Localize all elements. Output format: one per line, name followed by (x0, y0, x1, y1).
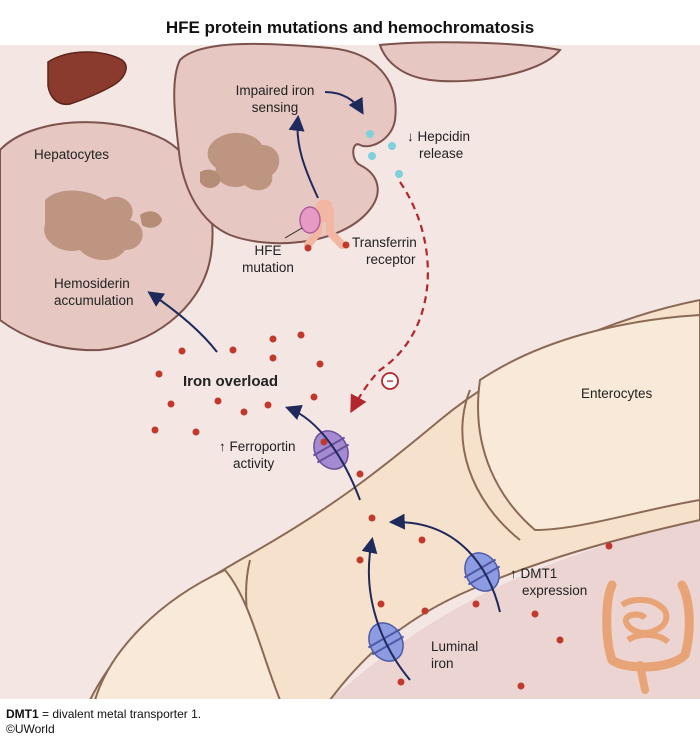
label-line: sensing (251, 100, 299, 115)
copyright-notice: ©UWorld (6, 722, 55, 736)
enterocyte-divider-2 (461, 389, 521, 541)
iron-dot (304, 244, 312, 252)
label-line: accumulation (54, 293, 134, 308)
hepcidin-dot (395, 170, 403, 178)
label-line: ↑ DMT1 (510, 566, 558, 581)
label-impaired-iron-sensing: Impaired iron sensing (220, 82, 330, 116)
label-line: iron (431, 656, 454, 671)
label-line: ↓ Hepcidin (407, 129, 471, 144)
label-line: Transferrin (352, 235, 417, 250)
label-dmt1-expression: ↑ DMT1 expression (510, 565, 587, 599)
hepcidin-inhibition-arrow (350, 181, 429, 414)
enterocyte-cell-right (477, 313, 700, 532)
hepcidin-dot (366, 130, 374, 138)
sensing-to-release-arrow (324, 91, 364, 115)
label-luminal-iron: Luminal iron (431, 638, 478, 672)
hepatocyte-center (173, 42, 397, 245)
label-transferrin-receptor: Transferrin receptor (352, 234, 417, 268)
label-hepatocytes: Hepatocytes (34, 147, 110, 162)
iron-absorption-arrow (361, 536, 411, 681)
label-line: expression (522, 583, 588, 598)
label-line: Hemosiderin (54, 276, 130, 291)
inhibition-symbol: − (386, 374, 394, 388)
hemosiderin-deposit-left (44, 190, 143, 261)
label-iron-overload: Iron overload (183, 373, 279, 390)
iron-to-liver-arrow (147, 291, 218, 353)
label-line: HFE (254, 243, 282, 258)
label-ferroportin-activity: ↑ Ferroportin activity (219, 438, 296, 472)
hemosiderin-deposit-center (207, 132, 280, 191)
label-line: receptor (366, 252, 416, 267)
label-hemosiderin-accumulation: Hemosiderin accumulation (54, 275, 134, 309)
impaired-sensing-arrow (288, 114, 319, 199)
hepcidin-dot (388, 142, 396, 150)
footnote-definition: = divalent metal transporter 1. (38, 707, 202, 721)
footnote-term: DMT1 (6, 707, 39, 721)
hepcidin-dot (368, 152, 376, 160)
liver-icon (47, 51, 127, 106)
label-line: Luminal (431, 639, 479, 654)
iron-dot (342, 241, 350, 249)
hfe-protein-icon (299, 206, 321, 234)
diagram-title: HFE protein mutations and hemochromatosi… (165, 18, 535, 37)
label-line: Impaired iron (235, 83, 315, 98)
hfe-pointer-line (284, 227, 303, 239)
intestine-icon (602, 580, 694, 694)
label-line: mutation (242, 260, 294, 275)
inhibition-symbol-circle (381, 372, 399, 390)
iron-absorption-arrow (388, 513, 501, 613)
label-line: release (419, 146, 464, 161)
enterocyte-cell-left (93, 568, 282, 701)
label-hepcidin-release: ↓ Hepcidin release (407, 128, 470, 162)
label-line: activity (233, 456, 275, 471)
footnote-abbreviation: DMT1 = divalent metal transporter 1. (6, 707, 201, 721)
label-enterocytes: Enterocytes (581, 386, 653, 401)
iron-dots (151, 331, 613, 690)
iron-export-arrow (285, 405, 361, 501)
dmt1-channel-icon (463, 552, 501, 592)
label-line: ↑ Ferroportin (219, 439, 296, 454)
hemosiderin-deposit-center-small (200, 169, 221, 188)
hepatocyte-top-right (378, 41, 562, 83)
label-hfe-mutation: HFE mutation (238, 242, 298, 276)
hemosiderin-deposit-small (140, 211, 162, 228)
